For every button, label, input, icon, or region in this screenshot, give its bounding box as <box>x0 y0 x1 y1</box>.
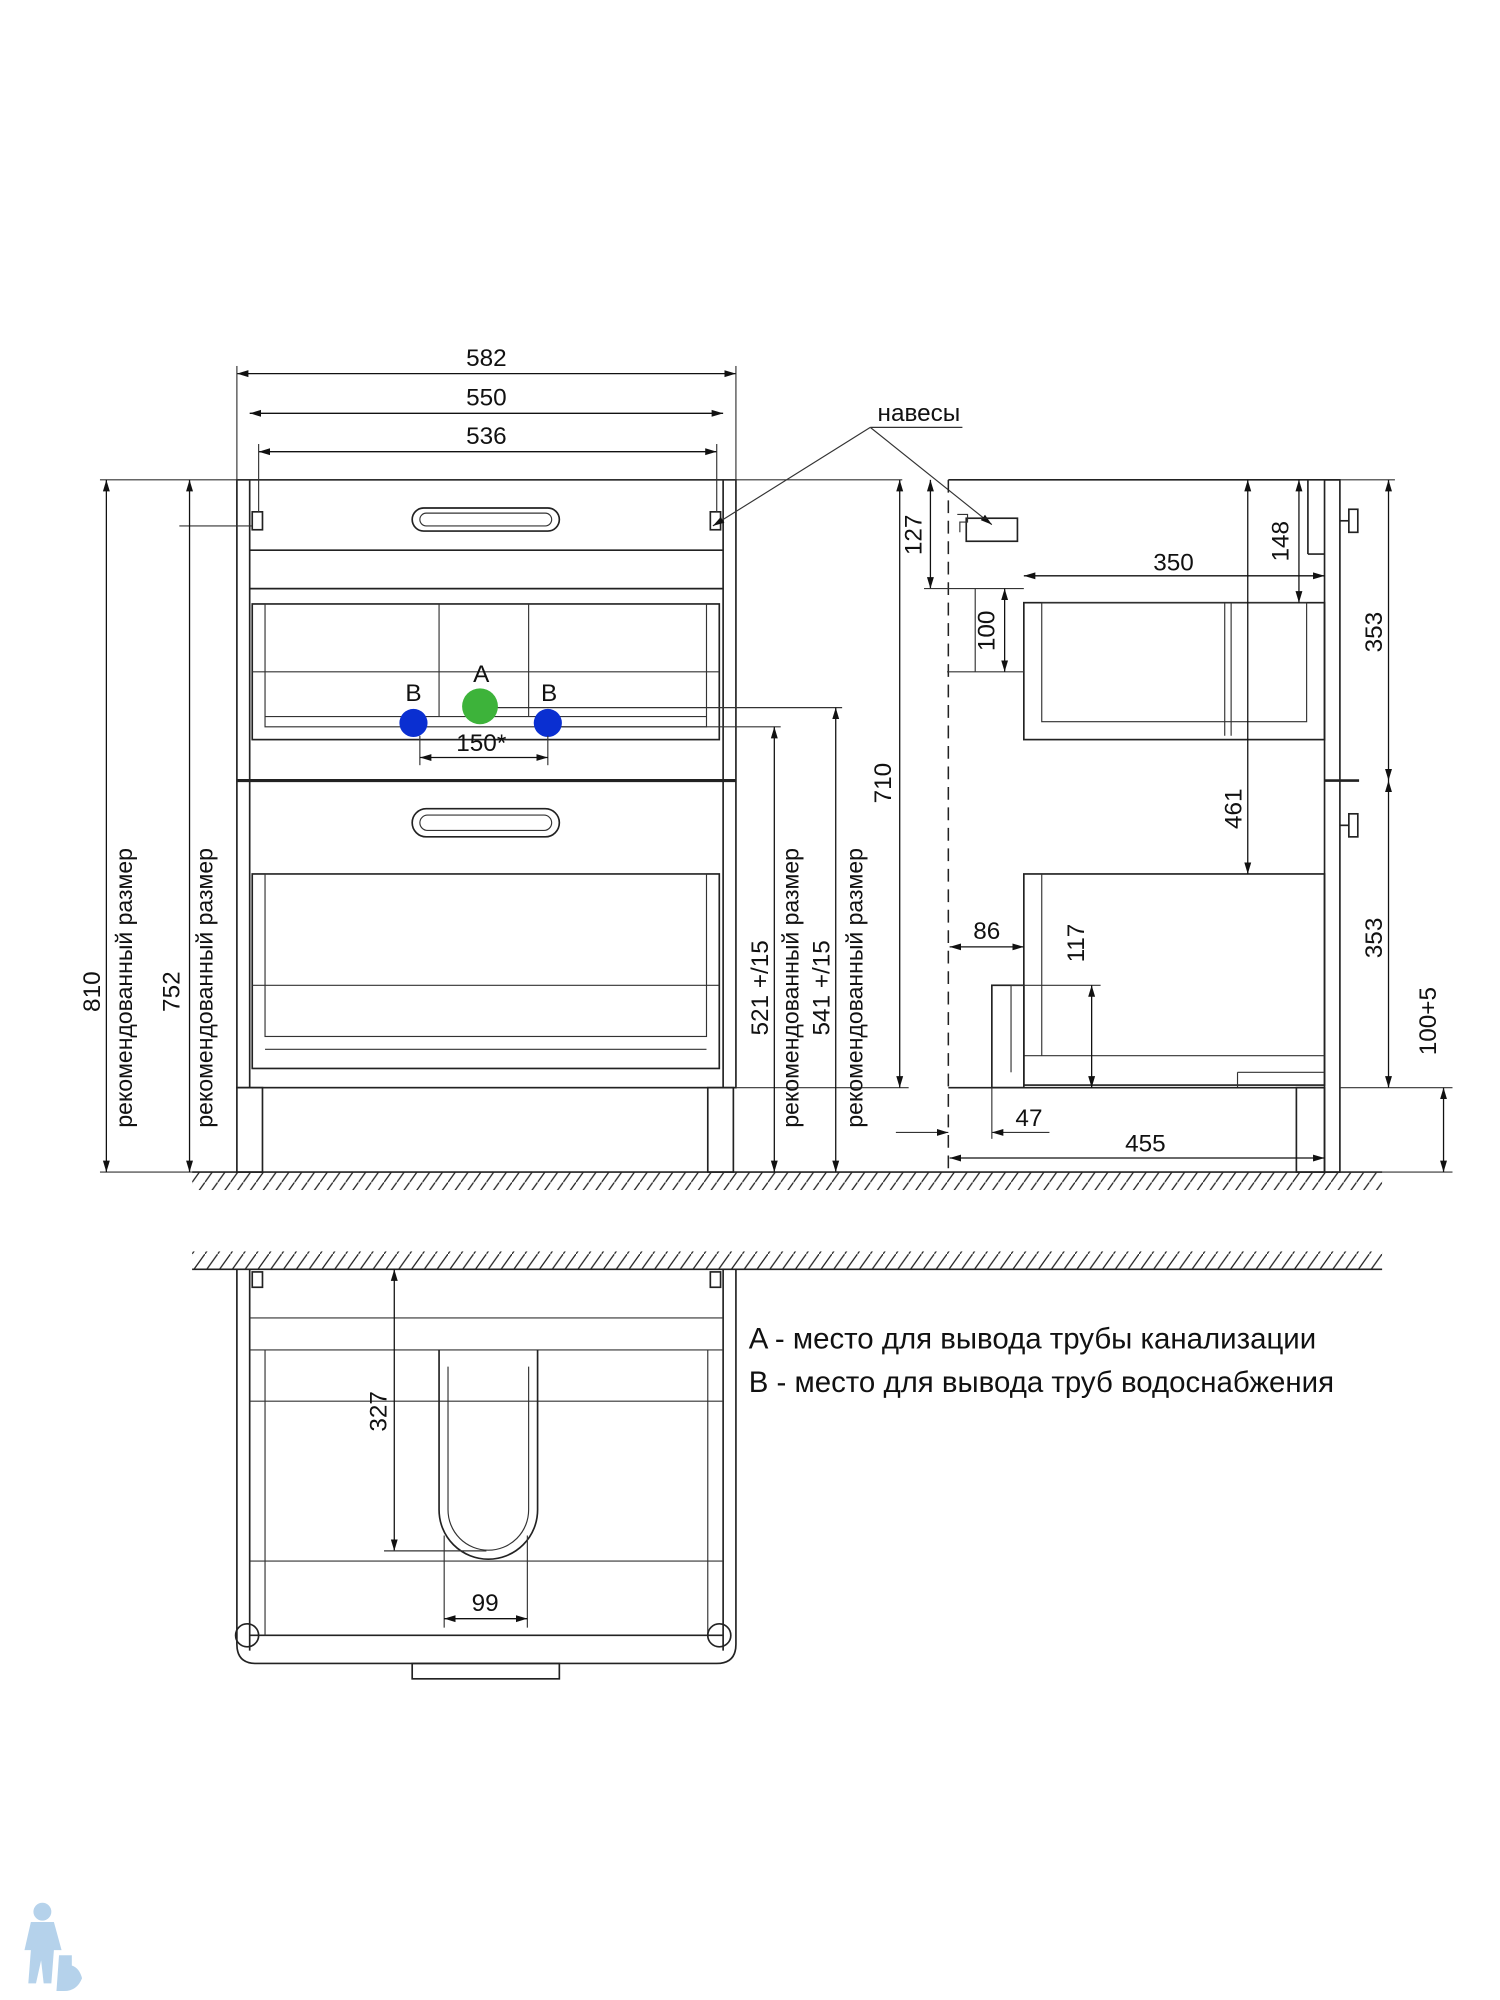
dim-327: 327 <box>366 1391 393 1432</box>
label-b-right: B <box>541 680 557 707</box>
wall-hatch <box>192 1251 1383 1270</box>
recommended-label-541: рекомендованный размер <box>842 848 868 1128</box>
dim-710: 710 <box>870 763 897 804</box>
side-view: 350 148 461 127 100 353 353 100+5 86 117… <box>895 479 1453 1173</box>
dim-86: 86 <box>973 918 1000 945</box>
dim-353-bottom: 353 <box>1361 918 1388 959</box>
legend: A - место для вывода трубы канализации B… <box>749 1323 1334 1400</box>
dim-127: 127 <box>900 515 927 556</box>
dim-550: 550 <box>466 385 507 412</box>
dim-455: 455 <box>1125 1131 1166 1158</box>
leg-right <box>706 1086 735 1173</box>
water-point-b-left <box>399 708 428 738</box>
dim-148: 148 <box>1268 521 1295 562</box>
cabinet-body <box>236 479 737 1089</box>
dim-582: 582 <box>466 345 507 372</box>
legend-a: A - место для вывода трубы канализации <box>749 1323 1316 1356</box>
recommended-label-752: рекомендованный размер <box>192 848 218 1128</box>
hinges-label: навесы <box>878 400 961 427</box>
legend-b: B - место для вывода труб водоснабжения <box>749 1366 1334 1399</box>
water-point-b-right <box>533 708 562 738</box>
dim-350: 350 <box>1153 550 1194 577</box>
dim-541: 541 +/15 <box>808 940 835 1035</box>
drawer-handle-top <box>411 507 561 532</box>
drawer-knob-bottom <box>1348 812 1359 838</box>
drawer-knob-top <box>1348 508 1359 534</box>
plumber-logo-icon <box>24 1902 83 1992</box>
dim-47: 47 <box>1015 1105 1042 1132</box>
dim-353-top: 353 <box>1361 612 1388 653</box>
side-leg <box>1295 1086 1326 1173</box>
label-a: A <box>473 661 490 688</box>
dim-536: 536 <box>466 423 507 450</box>
dim-100-plus-5: 100+5 <box>1415 987 1442 1055</box>
siphon-cutout <box>438 1349 539 1560</box>
plan-view: 327 99 <box>192 1251 1383 1680</box>
drain-point-a <box>462 688 498 725</box>
dim-752: 752 <box>158 971 185 1012</box>
plan-handle <box>411 1662 561 1680</box>
label-b-left: B <box>405 680 421 707</box>
dim-117: 117 <box>1063 924 1090 963</box>
leg-left <box>236 1086 264 1173</box>
dim-521: 521 +/15 <box>747 940 774 1035</box>
dim-461: 461 <box>1220 788 1247 829</box>
dim-99: 99 <box>472 1590 499 1617</box>
dim-100: 100 <box>973 611 1000 652</box>
front-view: 582 550 536 810 рекомендованный размер 7… <box>79 345 1383 1191</box>
recommended-label-521: рекомендованный размер <box>778 848 804 1128</box>
recommended-label-810: рекомендованный размер <box>111 848 137 1128</box>
drawer-handle-bottom <box>411 807 561 838</box>
dim-150: 150* <box>456 730 507 757</box>
floor-hatch <box>192 1172 1383 1191</box>
dim-810: 810 <box>79 971 106 1012</box>
